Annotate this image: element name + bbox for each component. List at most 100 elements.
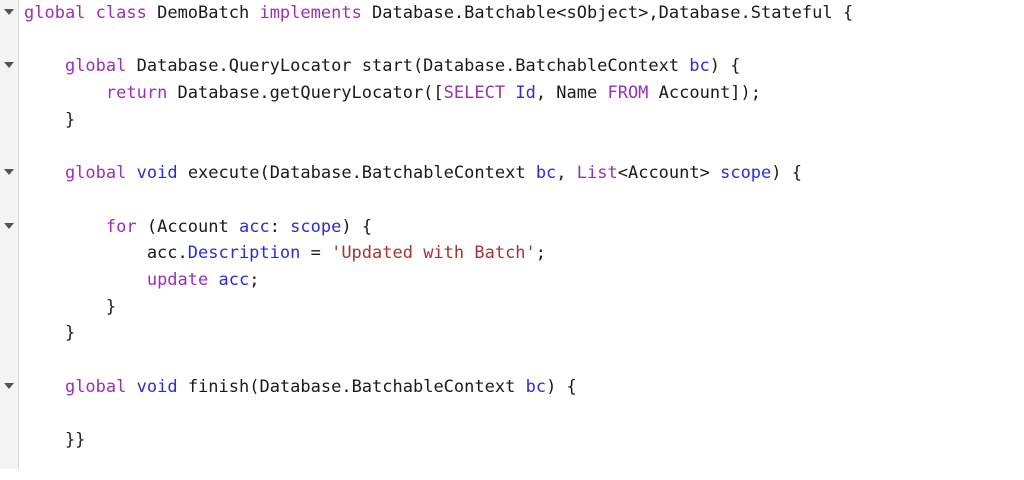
- editor-gutter[interactable]: [0, 0, 19, 469]
- token-keyword: global: [64, 163, 127, 184]
- gutter-row: [0, 294, 18, 321]
- code-line[interactable]: [19, 454, 1024, 469]
- token-text: =: [300, 243, 332, 264]
- code-content-area[interactable]: global class DemoBatch implements Databa…: [19, 0, 1024, 469]
- code-line[interactable]: update acc;: [19, 267, 1024, 294]
- chevron-down-fold-icon[interactable]: [4, 62, 14, 69]
- code-line[interactable]: [19, 347, 1024, 374]
- code-line[interactable]: global Database.QueryLocator start(Datab…: [19, 53, 1024, 80]
- code-line[interactable]: acc.Description = 'Updated with Batch';: [19, 240, 1024, 267]
- token-text: ;: [249, 269, 260, 290]
- token-text: [85, 3, 95, 23]
- token-keyword: global: [64, 56, 127, 77]
- gutter-row: [0, 267, 18, 294]
- token-keyword: List: [576, 163, 618, 184]
- token-text: [24, 83, 106, 103]
- code-line[interactable]: }: [19, 294, 1024, 321]
- gutter-row: [0, 160, 18, 187]
- chevron-down-fold-icon[interactable]: [4, 169, 14, 176]
- token-keyword: for: [105, 216, 137, 237]
- gutter-row: [0, 454, 18, 480]
- token-identifier: acc: [218, 269, 250, 290]
- token-text: Database.Batchable<sObject>,Database.Sta…: [361, 3, 854, 23]
- token-keyword: FROM: [607, 83, 649, 104]
- token-identifier: bc: [525, 376, 547, 397]
- gutter-row: [0, 214, 18, 241]
- code-editor[interactable]: global class DemoBatch implements Databa…: [0, 0, 1024, 469]
- token-keyword: SELECT: [443, 83, 506, 104]
- token-string: 'Updated with Batch': [331, 243, 536, 264]
- gutter-row: [0, 400, 18, 427]
- gutter-row: [0, 347, 18, 374]
- gutter-row: [0, 80, 18, 107]
- token-keyword: update: [146, 269, 209, 290]
- gutter-row: [0, 53, 18, 80]
- token-keyword: global: [64, 376, 127, 397]
- code-line[interactable]: }: [19, 320, 1024, 347]
- token-text: ) {: [771, 163, 802, 184]
- code-line[interactable]: return Database.getQueryLocator([SELECT …: [19, 80, 1024, 107]
- token-text: , Name: [535, 83, 608, 104]
- token-keyword: class: [95, 3, 147, 23]
- code-line[interactable]: }: [19, 107, 1024, 134]
- code-line[interactable]: global class DemoBatch implements Databa…: [19, 0, 1024, 27]
- token-text: }: [24, 296, 117, 317]
- token-identifier: bc: [689, 56, 710, 77]
- token-keyword: implements: [259, 3, 362, 23]
- token-identifier: Description: [187, 243, 301, 264]
- token-text: [24, 217, 106, 237]
- token-text: ) {: [341, 216, 373, 237]
- token-text: Account]);: [648, 83, 762, 104]
- gutter-row: [0, 27, 18, 54]
- token-text: [24, 163, 65, 183]
- gutter-row: [0, 374, 18, 401]
- token-text: [126, 377, 136, 397]
- token-text: ) {: [709, 56, 741, 77]
- code-line[interactable]: global void execute(Database.BatchableCo…: [19, 160, 1024, 187]
- token-text: }: [24, 109, 76, 130]
- token-identifier: void: [136, 376, 178, 397]
- code-line[interactable]: global void finish(Database.BatchableCon…: [19, 374, 1024, 401]
- token-text: [126, 163, 136, 183]
- gutter-row: [0, 0, 18, 27]
- token-text: [24, 270, 147, 290]
- gutter-row: [0, 107, 18, 134]
- token-text: finish(Database.BatchableContext: [177, 376, 526, 397]
- gutter-row: [0, 187, 18, 214]
- token-text: DemoBatch: [146, 3, 260, 23]
- token-text: [24, 377, 65, 397]
- code-line[interactable]: [19, 400, 1024, 427]
- code-line[interactable]: }}: [19, 427, 1024, 454]
- token-identifier: scope: [290, 216, 342, 237]
- token-text: acc.: [24, 243, 188, 264]
- chevron-down-fold-icon[interactable]: [4, 382, 14, 389]
- token-identifier: Id: [515, 83, 536, 104]
- token-text: :: [269, 216, 291, 237]
- gutter-row: [0, 240, 18, 267]
- code-line[interactable]: [19, 27, 1024, 54]
- token-text: [505, 83, 515, 103]
- chevron-down-fold-icon[interactable]: [4, 222, 14, 229]
- code-line[interactable]: [19, 187, 1024, 214]
- token-text: [24, 56, 65, 76]
- token-keyword: global: [24, 3, 86, 23]
- token-text: ,: [556, 163, 577, 184]
- code-line[interactable]: [19, 133, 1024, 160]
- token-identifier: bc: [535, 163, 557, 184]
- gutter-row: [0, 133, 18, 160]
- token-identifier: scope: [720, 163, 772, 184]
- token-identifier: acc: [238, 216, 270, 237]
- token-text: Database.QueryLocator start(Database.Bat…: [126, 56, 690, 77]
- gutter-row: [0, 320, 18, 347]
- token-text: execute(Database.BatchableContext: [177, 163, 536, 184]
- token-text: [208, 270, 218, 290]
- token-text: (Account: [136, 216, 239, 237]
- code-line[interactable]: for (Account acc: scope) {: [19, 214, 1024, 241]
- token-text: }: [24, 323, 76, 344]
- token-keyword: return: [105, 83, 168, 104]
- token-text: ) {: [546, 376, 577, 397]
- token-text: <Account>: [617, 163, 721, 184]
- chevron-down-fold-icon[interactable]: [4, 9, 14, 15]
- token-text: ;: [535, 243, 547, 264]
- token-identifier: void: [136, 163, 178, 184]
